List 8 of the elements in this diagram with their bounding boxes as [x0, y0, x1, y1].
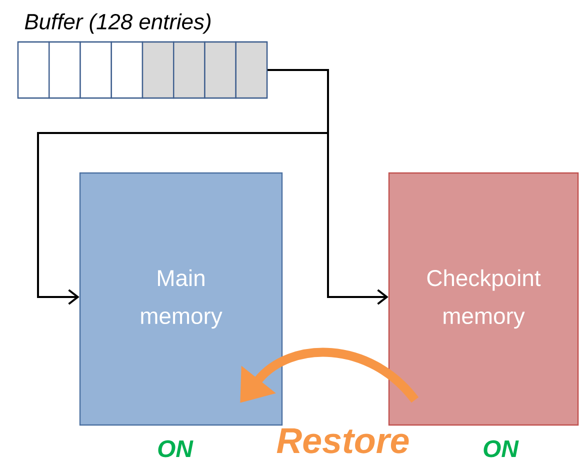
buffer-title: Buffer (128 entries): [24, 13, 210, 34]
memory-box: Checkpoint memory: [388, 172, 579, 426]
arrow: [268, 68, 388, 305]
memory-box: Main memory: [79, 172, 283, 426]
status-label: ON: [158, 440, 194, 458]
curved-arrow: [240, 348, 418, 403]
edge-label: Restore: [275, 427, 411, 454]
status-label: ON: [484, 440, 519, 458]
